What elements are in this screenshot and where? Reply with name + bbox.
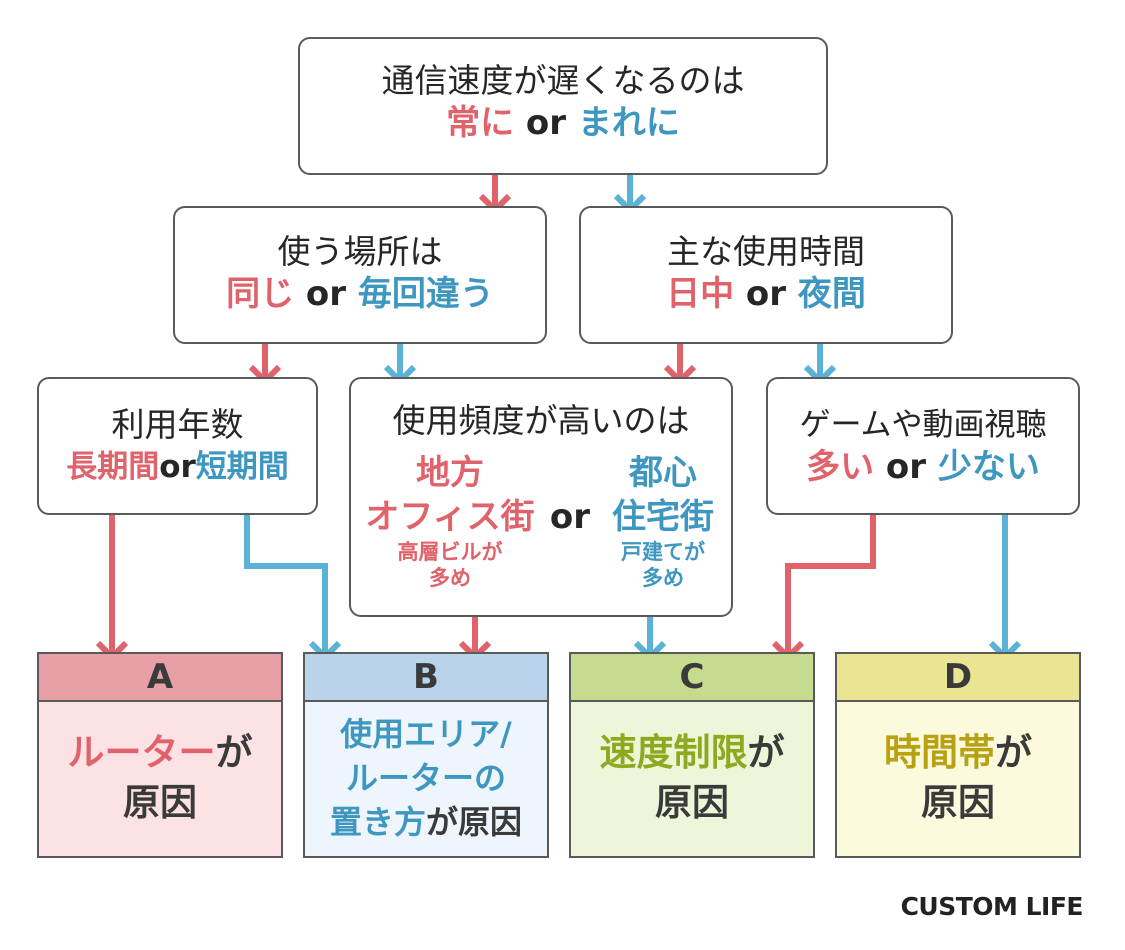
freq-right-option: 都心 住宅街 戸建てが 多め	[591, 451, 735, 591]
time-option-b: 夜間	[797, 274, 866, 314]
outcome-d-label: D	[837, 654, 1079, 702]
freq-right-line1: 都心	[629, 453, 697, 493]
time-option-a: 日中	[666, 274, 735, 314]
freq-left-line1: 地方	[416, 453, 484, 493]
arrow-years-to-b	[244, 514, 328, 656]
outcome-a-highlight: ルーター	[67, 731, 216, 774]
outcome-c-particle: が	[747, 731, 785, 774]
frequency-question-node: 使用頻度が高いのは 地方 オフィス街 高層ビルが 多め or 都心 住宅街 戸建…	[349, 377, 733, 617]
time-question-node: 主な使用時間 日中 or 夜間	[579, 206, 953, 344]
outcome-d-particle: が	[995, 731, 1032, 774]
years-option-b: 短期間	[195, 449, 289, 485]
time-title: 主な使用時間	[667, 232, 865, 271]
freq-left-line2: オフィス街	[365, 497, 535, 537]
outcome-c-highlight: 速度制限	[599, 731, 748, 774]
outcome-b-line2: ルーターの	[345, 759, 506, 797]
outcome-b-label: B	[305, 654, 547, 702]
outcome-c-card: C 速度制限が 原因	[569, 652, 815, 858]
outcome-a-card: A ルーターが 原因	[37, 652, 283, 858]
outcome-d-highlight: 時間帯	[884, 731, 995, 774]
root-or: or	[525, 103, 567, 143]
freq-right-note1: 戸建てが	[621, 540, 705, 564]
time-or: or	[745, 274, 787, 314]
outcome-d-cause: 原因	[921, 781, 995, 824]
years-question-node: 利用年数 長期間or短期間	[37, 377, 318, 515]
root-title: 通信速度が遅くなるのは	[381, 61, 745, 100]
outcome-b-card: B 使用エリア/ ルーターの 置き方が原因	[303, 652, 549, 858]
years-option-a: 長期間	[66, 449, 160, 485]
outcome-b-cause: が原因	[426, 803, 523, 841]
outcome-b-line1: 使用エリア/	[340, 715, 512, 753]
game-title: ゲームや動画視聴	[799, 407, 1047, 443]
root-option-a: 常に	[446, 103, 515, 143]
place-or: or	[305, 274, 347, 314]
place-title: 使う場所は	[277, 232, 443, 271]
freq-or: or	[549, 497, 591, 537]
arrow-game-to-c	[785, 514, 876, 656]
outcome-c-label: C	[571, 654, 813, 702]
freq-left-note1: 高層ビルが	[397, 540, 503, 564]
freq-right-note2: 多め	[642, 566, 684, 590]
root-option-b: まれに	[577, 103, 680, 143]
freq-title: 使用頻度が高いのは	[392, 401, 690, 440]
outcome-b-highlight: 置き方	[329, 803, 426, 841]
years-or: or	[159, 449, 196, 485]
game-option-a: 多い	[806, 447, 875, 487]
place-question-node: 使う場所は 同じ or 毎回違う	[173, 206, 547, 344]
outcome-a-particle: が	[215, 731, 253, 774]
place-option-a: 同じ	[226, 274, 295, 314]
game-option-b: 少ない	[937, 447, 1040, 487]
outcome-c-cause: 原因	[655, 781, 729, 824]
root-question-node: 通信速度が遅くなるのは 常に or まれに	[298, 37, 828, 175]
place-option-b: 毎回違う	[357, 274, 494, 314]
freq-left-option: 地方 オフィス街 高層ビルが 多め	[351, 451, 549, 591]
freq-right-line2: 住宅街	[612, 497, 714, 537]
outcome-a-label: A	[39, 654, 281, 702]
brand-logo: CUSTOM LIFE	[900, 892, 1084, 921]
game-question-node: ゲームや動画視聴 多い or 少ない	[766, 377, 1080, 515]
game-or: or	[885, 447, 927, 487]
outcome-d-card: D 時間帯が 原因	[835, 652, 1081, 858]
freq-left-note2: 多め	[429, 566, 471, 590]
years-title: 利用年数	[111, 405, 244, 444]
outcome-a-cause: 原因	[123, 781, 197, 824]
